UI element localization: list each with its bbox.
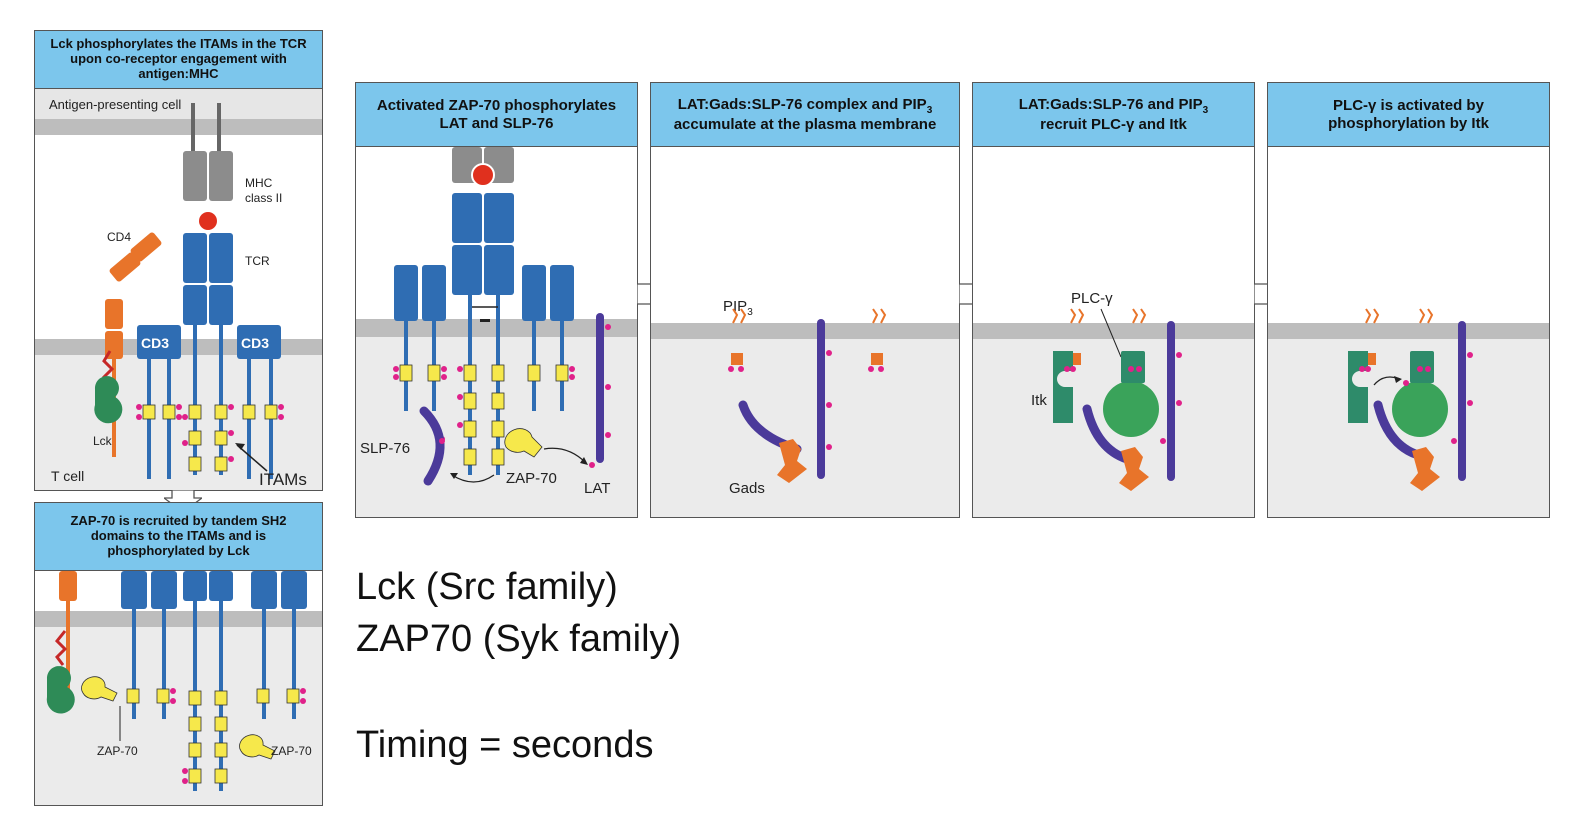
itams-label: ITAMs bbox=[259, 470, 307, 489]
phospho-groups bbox=[170, 688, 306, 784]
gads-icon bbox=[1410, 447, 1440, 491]
panel-5-title: LAT:Gads:SLP-76 and PIP3 recruit PLC-γ a… bbox=[973, 83, 1254, 147]
zap70-left-label: ZAP-70 bbox=[97, 744, 138, 758]
lck-icon bbox=[94, 376, 123, 424]
zap70-label: ZAP-70 bbox=[506, 470, 557, 487]
panel-2-diagram: ZAP-70 ZAP-70 bbox=[35, 571, 322, 805]
panel-4-diagram: PIP3 Gads bbox=[651, 298, 959, 517]
plc-gamma-icon bbox=[1103, 381, 1159, 437]
panel-plc-activated: PLC-γ is activated by phosphorylation by… bbox=[1267, 82, 1550, 518]
itk-label: Itk bbox=[1031, 392, 1047, 409]
pip3-right bbox=[868, 308, 887, 372]
panel-4-title: LAT:Gads:SLP-76 complex and PIP3 accumul… bbox=[651, 83, 959, 147]
panel-5-title-tail: recruit PLC-γ and Itk bbox=[1040, 116, 1187, 134]
arrow-to-slp76 bbox=[451, 474, 495, 483]
antigen-peptide bbox=[199, 212, 217, 230]
note-timing: Timing = seconds bbox=[356, 724, 654, 766]
note-zap70-family: ZAP70 (Syk family) bbox=[356, 618, 682, 660]
cd3-right-label: CD3 bbox=[241, 335, 269, 351]
zap70-right-label: ZAP-70 bbox=[271, 744, 312, 758]
itk-icon bbox=[1053, 351, 1073, 423]
panel-4-title-main: LAT:Gads:SLP-76 complex and PIP bbox=[677, 95, 927, 113]
cd4-stub bbox=[59, 571, 77, 601]
mhc-label-1: MHC bbox=[245, 176, 273, 190]
panel-6-diagram bbox=[1268, 308, 1549, 517]
panel-3-title: Activated ZAP-70 phosphorylates LAT and … bbox=[356, 83, 637, 147]
apc-label: Antigen-presenting cell bbox=[49, 97, 181, 112]
panel-3-diagram: SLP-76 ZAP-70 LAT bbox=[356, 147, 637, 517]
itams bbox=[142, 404, 278, 472]
panel-zap70-recruited: ZAP-70 is recruited by tandem SH2 domain… bbox=[34, 502, 323, 806]
slp76-icon bbox=[1082, 404, 1132, 464]
tcr-complex bbox=[394, 193, 574, 475]
panel-recruit-plc-itk: LAT:Gads:SLP-76 and PIP3 recruit PLC-γ a… bbox=[972, 82, 1255, 518]
panel-activated-zap70: Activated ZAP-70 phosphorylates LAT and … bbox=[355, 82, 638, 518]
lat-label: LAT bbox=[584, 480, 610, 497]
phospho-groups bbox=[136, 404, 284, 462]
mhc-class-ii bbox=[183, 103, 233, 201]
lat-icon bbox=[596, 313, 604, 463]
tcr bbox=[183, 233, 233, 475]
panel-5-diagram: PLC-γ Itk bbox=[973, 290, 1254, 517]
lat-icon bbox=[1167, 321, 1175, 481]
tcell-label: T cell bbox=[51, 468, 84, 484]
panel-5-title-main: LAT:Gads:SLP-76 and PIP bbox=[1018, 95, 1203, 113]
panel-lat-gads-complex: LAT:Gads:SLP-76 complex and PIP3 accumul… bbox=[650, 82, 960, 518]
cd3-left-label: CD3 bbox=[141, 335, 169, 351]
gads-icon bbox=[777, 439, 807, 483]
mhc-label-2: class II bbox=[245, 191, 282, 205]
panel-4-title-tail: accumulate at the plasma membrane bbox=[673, 116, 937, 134]
cd4-label: CD4 bbox=[107, 230, 131, 244]
itams bbox=[399, 364, 569, 466]
panel-1-diagram: Antigen-presenting cell T cell MHC class… bbox=[35, 89, 322, 490]
panel-4-title-sub: 3 bbox=[926, 104, 933, 116]
panel-1-title: Lck phosphorylates the ITAMs in the TCR … bbox=[35, 31, 322, 89]
lat-icon bbox=[817, 319, 825, 479]
lck-tail bbox=[54, 630, 68, 666]
zap70-icon bbox=[504, 428, 543, 458]
antigen-peptide bbox=[471, 163, 495, 187]
lck-label: Lck bbox=[93, 434, 113, 448]
slp76-icon bbox=[419, 406, 445, 486]
zap70-right-icon bbox=[239, 734, 276, 760]
panel-lck-phosphorylates-itams: Lck phosphorylates the ITAMs in the TCR … bbox=[34, 30, 323, 491]
gads-icon bbox=[1119, 447, 1149, 491]
itams bbox=[126, 688, 300, 784]
panel-6-title: PLC-γ is activated by phosphorylation by… bbox=[1268, 83, 1549, 147]
lck-icon bbox=[46, 666, 75, 714]
slp76-label: SLP-76 bbox=[360, 440, 410, 457]
tcr-label: TCR bbox=[245, 254, 270, 268]
lat-icon bbox=[1458, 321, 1466, 481]
pip3-left bbox=[728, 308, 747, 372]
panel-2-title: ZAP-70 is recruited by tandem SH2 domain… bbox=[35, 503, 322, 571]
plc-gamma-icon bbox=[1392, 381, 1448, 437]
panel-5-title-sub: 3 bbox=[1202, 104, 1209, 116]
note-lck-family: Lck (Src family) bbox=[356, 566, 618, 608]
gads-label: Gads bbox=[729, 480, 765, 497]
itams-pointer bbox=[236, 444, 268, 472]
zap70-left-icon bbox=[81, 676, 118, 702]
plc-label: PLC-γ bbox=[1071, 290, 1113, 307]
itk-icon bbox=[1348, 351, 1368, 423]
